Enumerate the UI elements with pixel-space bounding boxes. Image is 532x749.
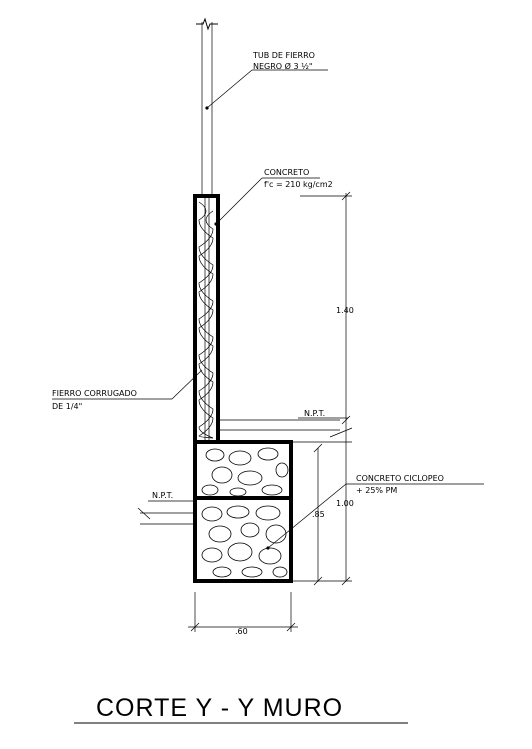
concrete-label-line2: f'c = 210 kg/cm2 (264, 180, 333, 189)
rebar-label-line1: FIERRO CORRUGADO (52, 389, 137, 398)
wall-height-label: 1.40 (336, 306, 354, 315)
cyclopean-leader: CONCRETO CICLOPEO + 25% PM (266, 474, 484, 550)
cyclopean-label-line2: + 25% PM (356, 486, 397, 495)
rebar-label-line2: DE 1/4" (52, 402, 82, 411)
dimension-wall-height: 1.40 (300, 191, 354, 442)
dimension-embed-depth: .85 (312, 443, 325, 586)
npt-right-marker: N.P.T. (218, 409, 353, 438)
npt-right-label: N.P.T. (304, 409, 325, 418)
pipe-label-line1: TUB DE FIERRO (252, 51, 315, 60)
pipe-leader: TUB DE FIERRO NEGRO Ø 3 ½" (205, 51, 328, 110)
cyclopean-label-line1: CONCRETO CICLOPEO (356, 474, 444, 483)
concrete-leader: CONCRETO f'c = 210 kg/cm2 (214, 168, 333, 226)
drawing-title: CORTE Y - Y MURO (74, 694, 408, 724)
dimension-footing-width: .60 (188, 592, 298, 636)
title-text: CORTE Y - Y MURO (96, 694, 343, 722)
dimension-foundation-height: 1.00 (292, 441, 354, 586)
concrete-label-line1: CONCRETO (264, 168, 309, 177)
lower-footing (193, 496, 293, 583)
embed-depth-label: .85 (312, 510, 325, 519)
pipe-label-line2: NEGRO Ø 3 ½" (253, 61, 313, 71)
steel-pipe (196, 17, 218, 440)
foundation-height-label: 1.00 (336, 499, 354, 508)
rebar-leader: FIERRO CORRUGADO DE 1/4" (52, 369, 203, 411)
npt-left-label: N.P.T. (152, 491, 173, 500)
footing-width-label: .60 (235, 627, 248, 636)
cyclopean-stones (201, 447, 289, 578)
corrugated-rebar (198, 201, 214, 439)
npt-left-marker: N.P.T. (137, 491, 195, 525)
